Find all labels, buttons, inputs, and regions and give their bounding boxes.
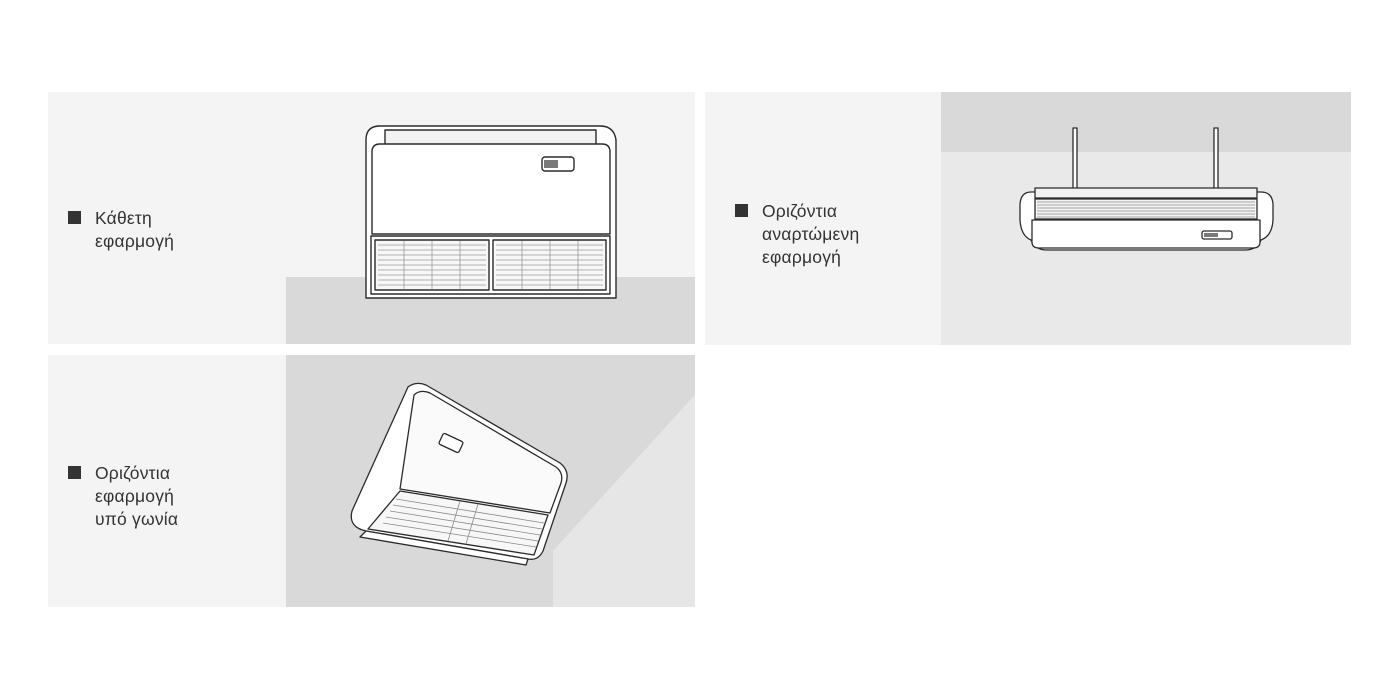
panel-vertical-application: Κάθετη εφαρμογή bbox=[48, 92, 695, 344]
label-text: Οριζόντια εφαρμογή υπό γωνία bbox=[95, 463, 179, 529]
label-text: Κάθετη εφαρμογή bbox=[95, 208, 175, 251]
angled-unit-icon bbox=[286, 355, 695, 607]
ceiling-suspended-application-label: Οριζόντια αναρτώμενη εφαρμογή bbox=[735, 200, 859, 269]
square-bullet-icon bbox=[735, 204, 748, 217]
label-text: Οριζόντια αναρτώμενη εφαρμογή bbox=[762, 201, 860, 267]
square-bullet-icon bbox=[68, 211, 81, 224]
panel-ceiling-suspended-application: Οριζόντια αναρτώμενη εφαρμογή bbox=[705, 92, 1351, 345]
panel-angled-application: Οριζόντια εφαρμογή υπό γωνία bbox=[48, 355, 695, 607]
vertical-unit-icon bbox=[286, 125, 695, 344]
square-bullet-icon bbox=[68, 466, 81, 479]
ceiling-suspended-unit-icon bbox=[941, 92, 1351, 345]
angled-application-label: Οριζόντια εφαρμογή υπό γωνία bbox=[68, 462, 178, 531]
vertical-application-label: Κάθετη εφαρμογή bbox=[68, 207, 174, 253]
